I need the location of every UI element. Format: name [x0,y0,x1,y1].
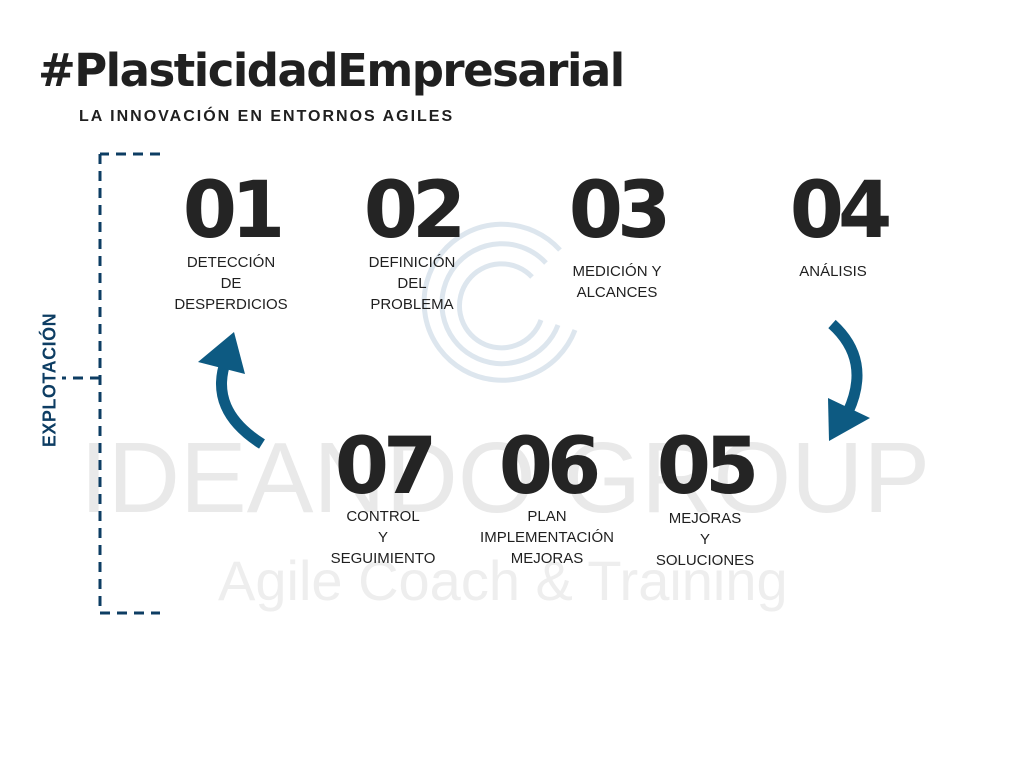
step-label: MEDICIÓN Y ALCANCES [572,263,662,301]
step-number: 04 [789,166,893,256]
step-number: 02 [363,166,467,256]
step-06: 06 PLAN IMPLEMENTACIÓN MEJORAS [472,428,622,569]
page-title: #PlasticidadEmpresarial [38,44,625,97]
step-03: 03 MEDICIÓN Y ALCANCES [547,172,687,303]
step-01: 01 DETECCIÓN DE DESPERDICIOS [166,172,296,315]
step-02: 02 DEFINICIÓN DEL PROBLEMA [342,172,482,315]
page-subtitle: LA INNOVACIÓN EN ENTORNOS AGILES [79,108,455,125]
step-number: 03 [568,166,672,256]
step-05: 05 MEJORAS Y SOLUCIONES [637,428,773,571]
step-label: CONTROL Y SEGUIMIENTO [330,508,436,567]
step-number: 05 [656,422,760,512]
step-07: 07 CONTROL Y SEGUIMIENTO [318,428,448,569]
step-label: MEJORAS Y SOLUCIONES [655,510,755,569]
step-number: 07 [334,422,438,512]
step-label: ANÁLISIS [799,263,867,280]
step-04: 04 ANÁLISIS [768,172,908,282]
step-label: DEFINICIÓN DEL PROBLEMA [368,254,456,313]
step-label: PLAN IMPLEMENTACIÓN MEJORAS [480,508,614,567]
step-label: DETECCIÓN DE DESPERDICIOS [174,254,288,313]
step-number: 01 [182,166,286,256]
step-number: 06 [498,422,602,512]
